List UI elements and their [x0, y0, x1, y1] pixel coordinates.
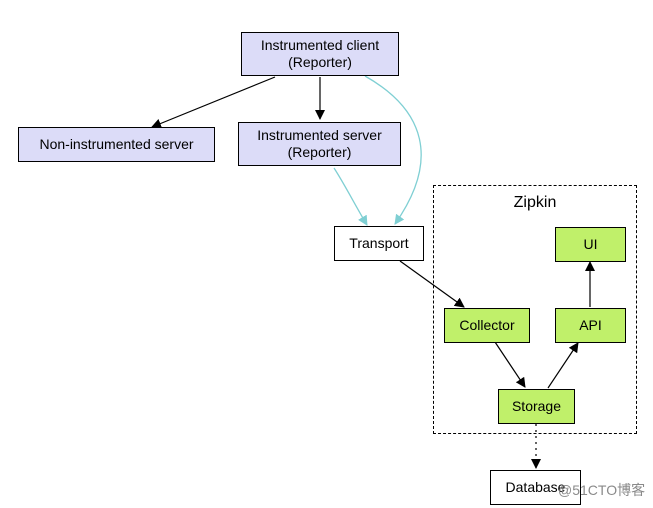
node-storage-label: Storage	[511, 398, 562, 414]
node-transport[interactable]: Transport	[334, 226, 424, 261]
zipkin-cluster-label: Zipkin	[513, 194, 557, 211]
node-transport-label: Transport	[349, 235, 409, 251]
node-non-instrumented-server[interactable]: Non-instrumented server	[18, 127, 215, 162]
node-instrumented-server-line2: (Reporter)	[287, 144, 352, 160]
node-instrumented-client-line1: Instrumented client	[260, 37, 380, 53]
edge-storage-to-api	[547, 342, 579, 389]
node-ui[interactable]: UI	[555, 227, 626, 262]
node-non-instrumented-server-label: Non-instrumented server	[39, 136, 194, 152]
node-api[interactable]: API	[555, 308, 626, 343]
node-collector[interactable]: Collector	[444, 308, 530, 343]
node-database-label: Database	[505, 479, 566, 495]
node-instrumented-server[interactable]: Instrumented server (Reporter)	[238, 122, 401, 166]
edge-collector-to-storage	[494, 341, 526, 388]
node-api-label: API	[579, 317, 602, 333]
node-collector-label: Collector	[459, 317, 515, 333]
node-instrumented-client-line2: (Reporter)	[288, 54, 352, 70]
edge-transport-to-collector	[399, 260, 465, 308]
zipkin-cluster: Zipkin	[433, 185, 637, 434]
node-storage[interactable]: Storage	[498, 389, 575, 424]
node-ui-label: UI	[583, 236, 598, 252]
edge-client-to-noninstrumented	[151, 76, 276, 129]
node-instrumented-server-line1: Instrumented server	[257, 127, 382, 143]
edge-client-to-transport	[364, 75, 422, 225]
watermark: @51CTO博客	[558, 482, 646, 498]
node-instrumented-client[interactable]: Instrumented client (Reporter)	[241, 32, 399, 76]
edge-server-to-transport	[333, 167, 368, 226]
node-database[interactable]: Database	[490, 470, 581, 505]
